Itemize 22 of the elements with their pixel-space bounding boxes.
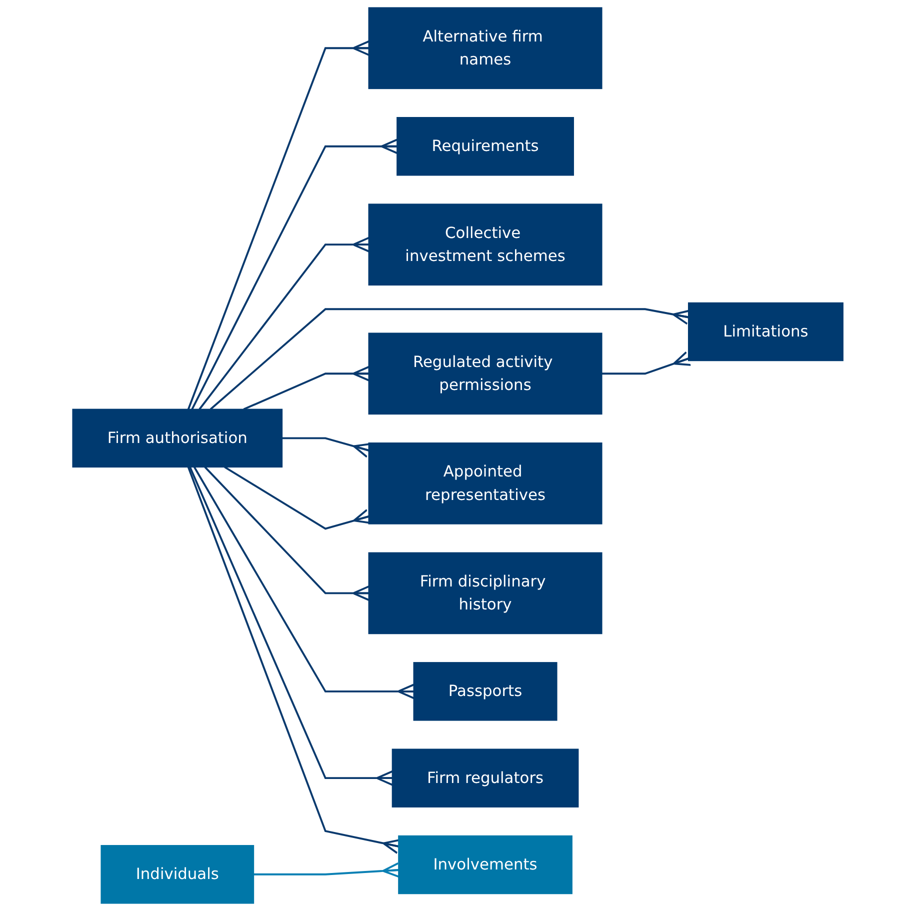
connector [243, 366, 370, 410]
node-box: Regulated activity permissions [368, 332, 602, 415]
connector [204, 466, 370, 601]
node-box: Individuals [100, 845, 254, 904]
connector [194, 466, 415, 700]
connector [188, 40, 370, 410]
node-box: Firm disciplinary history [368, 552, 602, 634]
node-box: Appointed representatives [368, 442, 602, 524]
node-box: Passports [413, 662, 558, 721]
connector [198, 236, 370, 410]
node-box: Limitations [688, 302, 844, 362]
connector [210, 308, 691, 410]
connector [189, 466, 394, 786]
connector [191, 138, 398, 410]
node-box: Firm authorisation [72, 408, 283, 468]
connector [602, 351, 692, 375]
node-box: Firm regulators [392, 748, 579, 808]
node-box: Alternative firm names [368, 7, 602, 90]
node-box: Collective investment schemes [368, 204, 602, 286]
connector [254, 862, 400, 878]
node-box: Requirements [396, 117, 574, 176]
node-box: Involvements [398, 835, 573, 894]
